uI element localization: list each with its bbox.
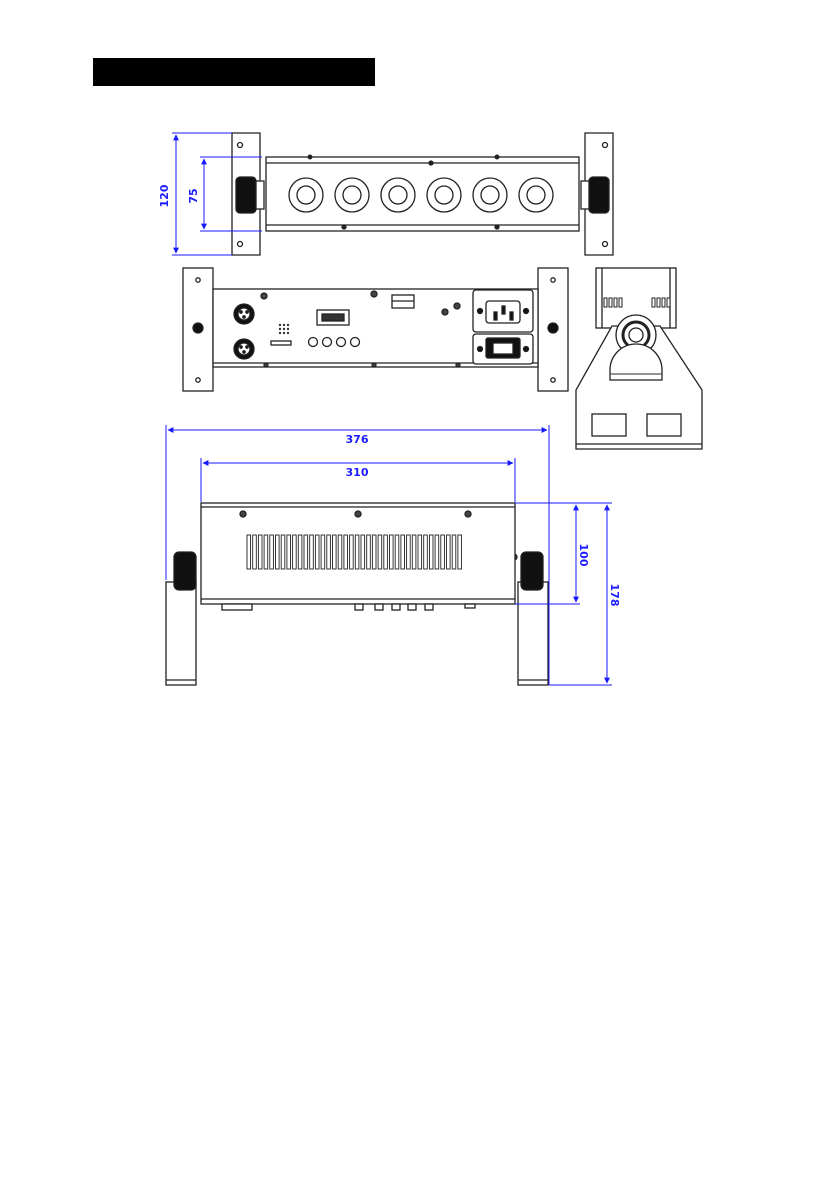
side-vent-slot	[619, 298, 622, 307]
vent-slot	[458, 535, 462, 569]
vent-slot	[441, 535, 445, 569]
vent-slot	[338, 535, 342, 569]
side-vent-slot	[652, 298, 655, 307]
vent-slot	[293, 535, 297, 569]
dim-overall-width: 376	[346, 433, 369, 446]
bottom-view	[166, 503, 548, 685]
vent-slot	[401, 535, 405, 569]
dim-led-height: 75	[187, 188, 200, 203]
vent-slot	[270, 535, 274, 569]
side-view	[576, 268, 702, 449]
vent-slot	[321, 535, 325, 569]
vent-slot	[327, 535, 331, 569]
vent-slot	[258, 535, 262, 569]
vent-slot	[344, 535, 348, 569]
control-button	[337, 338, 346, 347]
led-lens	[381, 178, 415, 212]
vent-slot	[384, 535, 388, 569]
vent-slot	[390, 535, 394, 569]
dim-body-height: 100	[577, 544, 590, 567]
dim-overall-height: 178	[608, 584, 621, 607]
vent-slot	[378, 535, 382, 569]
vent-slot	[435, 535, 439, 569]
vent-slot	[253, 535, 257, 569]
xlr-connector-out	[234, 339, 254, 359]
dim-front-height: 120	[158, 184, 171, 207]
vent-slot	[452, 535, 456, 569]
side-vent-slot	[667, 298, 670, 307]
side-vent-slot	[657, 298, 660, 307]
vent-slot	[418, 535, 422, 569]
side-vent-slot	[609, 298, 612, 307]
vent-slot	[304, 535, 308, 569]
vent-slot	[281, 535, 285, 569]
vent-slot	[407, 535, 411, 569]
vent-slot	[429, 535, 433, 569]
xlr-connector-in	[234, 304, 254, 324]
vent-slot	[372, 535, 376, 569]
side-vent-slot	[604, 298, 607, 307]
vent-slot	[333, 535, 337, 569]
power-socket-out	[473, 334, 533, 364]
led-lens	[519, 178, 553, 212]
led-lens	[289, 178, 323, 212]
vent-slot	[287, 535, 291, 569]
vent-slot	[412, 535, 416, 569]
dim-body-width: 310	[346, 466, 369, 479]
vent-slot	[276, 535, 280, 569]
vent-slot	[355, 535, 359, 569]
side-vent-slot	[614, 298, 617, 307]
vent-slot	[447, 535, 451, 569]
vent-slot	[247, 535, 251, 569]
control-button	[351, 338, 360, 347]
vent-slot	[264, 535, 268, 569]
vent-slot	[395, 535, 399, 569]
ir-sensor-dots	[279, 324, 289, 334]
vent-slot	[310, 535, 314, 569]
control-button	[323, 338, 332, 347]
power-socket-in	[473, 290, 533, 332]
vent-slot	[350, 535, 354, 569]
led-lens	[335, 178, 369, 212]
vent-slot	[367, 535, 371, 569]
vent-slot	[361, 535, 365, 569]
vent-slot	[298, 535, 302, 569]
control-button	[309, 338, 318, 347]
side-vent-slot	[662, 298, 665, 307]
vent-slot	[424, 535, 428, 569]
led-lens	[427, 178, 461, 212]
led-lens	[473, 178, 507, 212]
vent-slot	[315, 535, 319, 569]
